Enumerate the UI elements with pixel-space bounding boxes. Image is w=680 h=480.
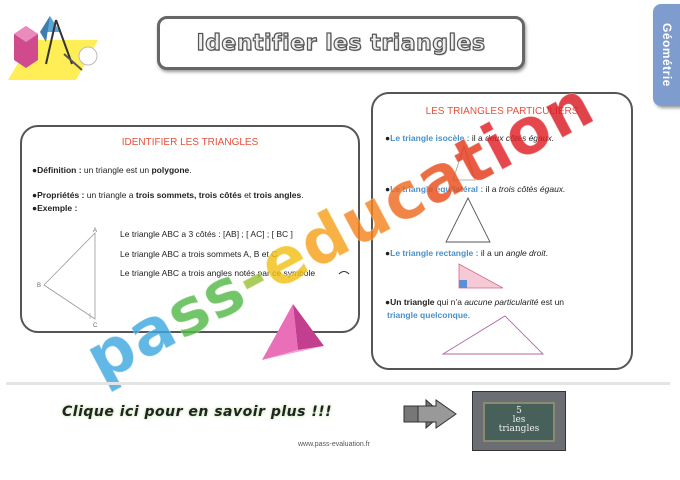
identify-triangles-panel: IDENTIFIER LES TRIANGLES ●Définition : u… xyxy=(20,125,360,333)
more-info-link[interactable]: Clique ici pour en savoir plus !!! xyxy=(62,404,332,420)
equilateral-italic: trois côtés égaux. xyxy=(498,184,566,194)
properties-bold-1: trois sommets, trois côtés xyxy=(135,190,242,200)
example-triangle: A B C xyxy=(37,228,98,327)
properties-label: Propriétés : xyxy=(37,190,85,200)
divider xyxy=(6,382,670,385)
equilateral-line: ●Le triangle équilatéral : il a trois cô… xyxy=(385,184,566,194)
thumb-number: 5 xyxy=(516,406,522,416)
arrow-right-icon[interactable] xyxy=(402,398,458,430)
quelconque-blue: triangle quelconque xyxy=(387,310,468,320)
right-triangle xyxy=(458,263,504,289)
special-triangles-panel: LES TRIANGLES PARTICULIERS ●Le triangle … xyxy=(371,92,633,370)
example-sides: Le triangle ABC a 3 côtés : [AB] ; [ AC]… xyxy=(120,229,293,239)
definition-text: un triangle est un xyxy=(81,165,152,175)
vertex-b: B xyxy=(37,283,41,289)
properties-end: . xyxy=(301,190,304,200)
properties-mid: et xyxy=(241,190,254,200)
geometry-logo-icon xyxy=(8,16,98,80)
vertex-c: C xyxy=(93,323,98,327)
definition-bold: polygone xyxy=(151,165,190,175)
tab-geometrie[interactable]: Géométrie xyxy=(653,4,680,106)
properties-bold-2: trois angles xyxy=(253,190,302,200)
scalene-triangle xyxy=(441,315,545,355)
properties-line: ●Propriétés : un triangle a trois sommet… xyxy=(32,190,304,200)
isocele-label: Le triangle isocèle : xyxy=(390,133,470,143)
angle-symbol-icon xyxy=(338,271,350,275)
vertex-a: A xyxy=(93,228,97,234)
panel-title-2: LES TRIANGLES PARTICULIERS xyxy=(425,106,579,117)
panel-title: IDENTIFIER LES TRIANGLES xyxy=(121,137,259,148)
pink-pyramid-icon xyxy=(262,304,324,360)
rectangle-label: Le triangle rectangle : xyxy=(390,248,479,258)
isocele-line: ●Le triangle isocèle : il a deux côtés é… xyxy=(385,133,555,143)
isocele-text: il a xyxy=(469,133,486,143)
quelconque-text: qui n’a xyxy=(434,297,465,307)
rectangle-end: . xyxy=(545,248,548,258)
example-vertices: Le triangle ABC a trois sommets A, B et … xyxy=(120,249,278,259)
equilateral-label: Le triangle équilatéral : xyxy=(390,184,484,194)
rectangle-line: ●Le triangle rectangle : il a un angle d… xyxy=(385,248,548,258)
equilateral-triangle xyxy=(445,196,491,243)
quelconque-bold: Un triangle xyxy=(390,297,435,307)
example-angles: Le triangle ABC a trois angles notés par… xyxy=(120,268,316,278)
quelconque-text-2: est un xyxy=(538,297,565,307)
quelconque-line: ●Un triangle qui n’a aucune particularit… xyxy=(385,297,565,307)
quelconque-line-2: triangle quelconque. xyxy=(387,310,470,320)
example-label: Exemple : xyxy=(37,203,78,213)
isocele-triangle xyxy=(452,144,476,181)
equilateral-text: il a xyxy=(483,184,499,194)
tab-geometrie-label: Géométrie xyxy=(660,23,674,87)
thumb-line-2: triangles xyxy=(498,424,540,434)
chalkboard: 5 les triangles xyxy=(483,402,555,442)
properties-text: un triangle a xyxy=(84,190,136,200)
title-box: Identifier les triangles xyxy=(157,16,525,70)
website-url[interactable]: www.pass-evaluation.fr xyxy=(298,441,370,448)
definition-end: . xyxy=(189,165,192,175)
definition-label: Définition : xyxy=(37,165,82,175)
isocele-italic: deux côtés égaux. xyxy=(485,133,555,143)
definition-line: ●Définition : un triangle est un polygon… xyxy=(32,165,192,175)
page-title: Identifier les triangles xyxy=(196,30,486,56)
video-thumbnail[interactable]: 5 les triangles xyxy=(472,391,566,451)
rectangle-italic: angle droit xyxy=(505,248,546,258)
example-line: ●Exemple : xyxy=(32,203,78,213)
quelconque-end: . xyxy=(467,310,471,320)
thumb-line-1: les xyxy=(512,415,526,425)
quelconque-italic: aucune particularité xyxy=(464,297,539,307)
rectangle-text: il a un xyxy=(478,248,506,258)
